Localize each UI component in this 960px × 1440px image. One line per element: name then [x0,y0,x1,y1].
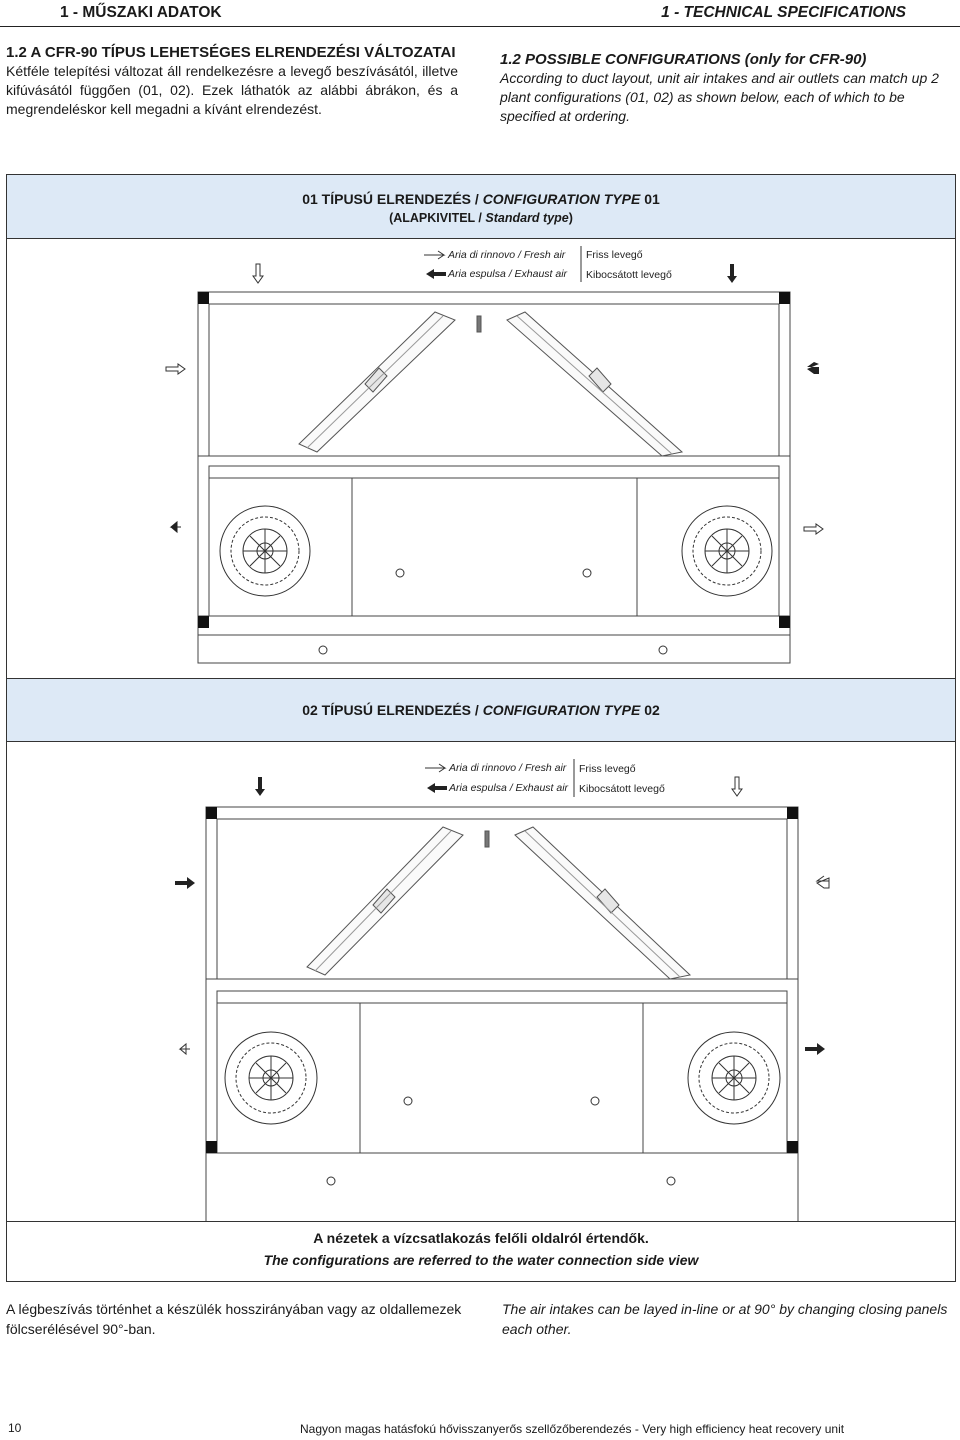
config1-subtitle: (ALAPKIVITEL / Standard type) [7,211,955,225]
config1-subtitle-en: Standard type [485,211,569,225]
config1-title-en: CONFIGURATION TYPE [482,191,641,207]
note-en: The configurations are referred to the w… [263,1252,699,1268]
fresh-air-side-arrow-icon [165,363,186,375]
exhaust-air-arrow-icon [427,783,447,793]
intro-hungarian: 1.2 A CFR-90 TÍPUS LEHETSÉGES ELRENDEZÉS… [6,43,458,119]
fresh-air-side-arrow-icon [815,875,830,889]
corner-brackets [206,807,798,1153]
fresh-air-arrow-icon [425,763,447,773]
config2-header: 02 TÍPUSÚ ELRENDEZÉS / CONFIGURATION TYP… [7,678,955,742]
exhaust-air-outlet-arrow-icon [727,264,737,283]
exhaust-air-arrow-icon [426,269,446,279]
legend-exhaust-it: Aria espulsa / Exhaust air [448,782,569,794]
fresh-air-outlet-arrow-icon [731,776,743,797]
bottom-text-hu: A légbeszívás történhet a készülék hossz… [6,1301,462,1337]
bottom-text-en: The air intakes can be layed in-line or … [502,1301,948,1337]
config1-title-num: 01 [640,191,660,207]
exhaust-air-side-arrow-icon [175,877,195,889]
header-right: 1 - TECHNICAL SPECIFICATIONS [661,4,906,21]
heat-exchanger [306,826,692,980]
drain-holes [318,568,668,655]
legend-exhaust-hu: Kibocsátott levegő [579,783,665,795]
config2-title-num: 02 [640,702,660,718]
fresh-air-lower-arrow-icon [803,523,824,535]
fresh-air-inlet-arrow-icon [252,263,264,284]
intro-en-body: According to duct layout, unit air intak… [500,70,939,124]
exhaust-air-lower-arrow-icon [169,520,181,534]
legend-exhaust-hu: Kibocsátott levegő [586,269,672,281]
config2-title: 02 TÍPUSÚ ELRENDEZÉS / CONFIGURATION TYP… [7,702,955,718]
legend-fresh-it: Aria di rinnovo / Fresh air [447,249,566,261]
config1-subtitle-end: ) [568,211,573,225]
legend-fresh-hu: Friss levegő [586,249,643,261]
fan-left [224,1031,318,1125]
fresh-air-arrow-icon [424,250,446,260]
intro-en-title: 1.2 POSSIBLE CONFIGURATIONS (only for CF… [500,51,867,68]
config1-subtitle-hu: (ALAPKIVITEL / [389,211,486,225]
unit-outline [205,806,799,1221]
page-header: 1 - MŰSZAKI ADATOK 1 - TECHNICAL SPECIFI… [0,0,960,27]
config1-diagram: Aria di rinnovo / Fresh air Aria espulsa… [165,246,824,664]
config1-title: 01 TÍPUSÚ ELRENDEZÉS / CONFIGURATION TYP… [7,191,955,207]
legend-exhaust-it: Aria espulsa / Exhaust air [447,268,568,280]
config2-title-en: CONFIGURATION TYPE [482,702,641,718]
fresh-air-lower-arrow-icon [178,1042,190,1056]
config1-title-hu: 01 TÍPUSÚ ELRENDEZÉS / [302,191,483,207]
configurations-frame: 01 TÍPUSÚ ELRENDEZÉS / CONFIGURATION TYP… [6,174,956,1282]
unit-outline [197,291,791,664]
exhaust-air-inlet-arrow-icon [255,777,265,796]
footer-title: Nagyon magas hatásfokú hővisszanyerős sz… [300,1422,845,1436]
note-hu: A nézetek a vízcsatlakozás felőli oldalr… [313,1230,649,1246]
fan-right [687,1031,781,1125]
header-left: 1 - MŰSZAKI ADATOK [60,4,222,21]
config1-header: 01 TÍPUSÚ ELRENDEZÉS / CONFIGURATION TYP… [7,175,955,239]
exhaust-air-lower-arrow-icon [805,1043,825,1055]
config2-diagram: Aria di rinnovo / Fresh air Aria espulsa… [175,759,830,1221]
legend-fresh-hu: Friss levegő [579,763,636,775]
config1-legend: Aria di rinnovo / Fresh air Aria espulsa… [424,246,672,282]
exhaust-air-side-arrow-icon [807,362,819,374]
config2-legend: Aria di rinnovo / Fresh air Aria espulsa… [425,759,665,797]
fan-left [219,505,311,597]
config2-title-hu: 02 TÍPUSÚ ELRENDEZÉS / [302,702,483,718]
intro-hu-title: 1.2 A CFR-90 TÍPUS LEHETSÉGES ELRENDEZÉS… [6,44,456,61]
intro-hu-body: Kétféle telepítési változat áll rendelke… [6,63,458,117]
fan-right [681,505,773,597]
view-note: A nézetek a vízcsatlakozás felőli oldalr… [7,1221,955,1284]
legend-fresh-it: Aria di rinnovo / Fresh air [448,762,567,774]
drain-holes [326,1096,676,1186]
page-number: 10 [8,1421,22,1435]
intro-english: 1.2 POSSIBLE CONFIGURATIONS (only for CF… [500,50,955,126]
heat-exchanger [298,311,684,457]
corner-brackets [198,292,790,628]
